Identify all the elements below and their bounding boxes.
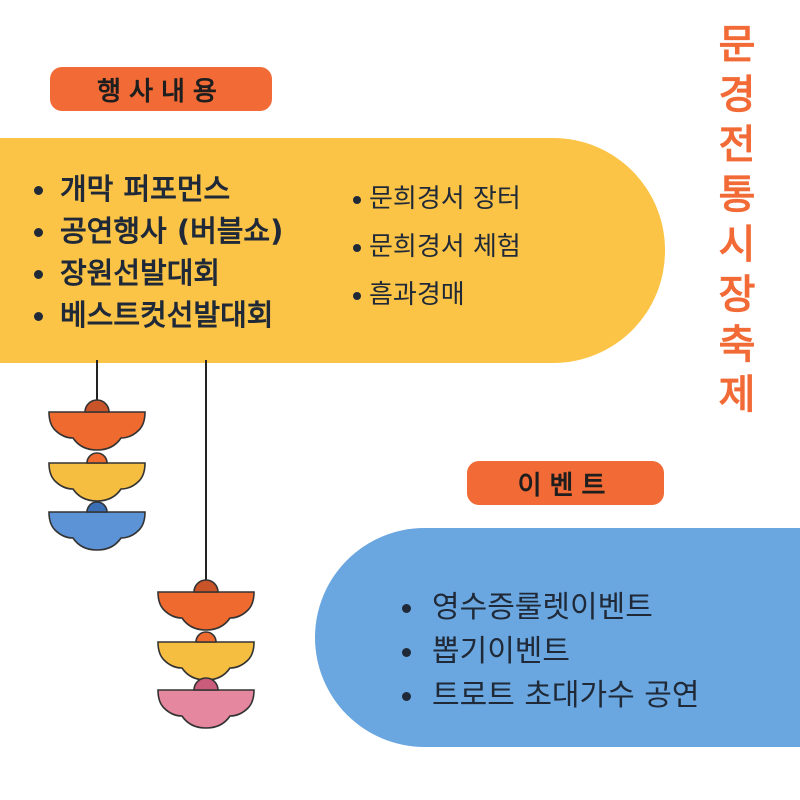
lantern-blue-left (48, 501, 146, 551)
hanging-lanterns-decoration (48, 360, 255, 729)
title-char: 문 (718, 21, 756, 68)
lantern-yellow-left (48, 452, 146, 502)
special-heading-tag: 이벤트 (467, 461, 664, 505)
list-item: 뽑기이벤트 (402, 630, 699, 674)
lantern-pink-right (157, 677, 255, 729)
title-char: 통 (718, 171, 756, 218)
title-char: 시 (718, 221, 756, 268)
title-char: 전 (718, 121, 756, 168)
events-heading-label: 행사내용 (97, 76, 225, 107)
lantern-orange-right (157, 579, 255, 631)
title-char: 축 (718, 321, 756, 368)
special-panel (315, 528, 800, 747)
title-char: 제 (718, 371, 756, 418)
events-main-list: 개막 퍼포먼스 공연행사 (버블쇼) 장원선발대회 베스트컷선발대회 (34, 168, 283, 336)
list-item: 공연행사 (버블쇼) (34, 210, 283, 252)
lantern-orange-left (48, 399, 146, 451)
list-item: 트로트 초대가수 공연 (402, 674, 699, 718)
title-char: 경 (718, 71, 756, 118)
list-item: 장원선발대회 (34, 252, 283, 294)
list-item: 영수증룰렛이벤트 (402, 586, 699, 630)
list-item: 흠과경매 (353, 271, 521, 319)
list-item: 베스트컷선발대회 (34, 294, 283, 336)
list-item: 문희경서 체험 (353, 223, 521, 271)
special-heading-label: 이벤트 (517, 470, 614, 501)
title-char: 장 (718, 271, 756, 318)
lantern-yellow-right (157, 631, 255, 681)
festival-title-vertical: 문 경 전 통 시 장 축 제 (702, 20, 772, 420)
list-item: 개막 퍼포먼스 (34, 168, 283, 210)
events-side-list: 문희경서 장터 문희경서 체험 흠과경매 (353, 175, 521, 319)
events-panel (0, 138, 665, 363)
special-list: 영수증룰렛이벤트 뽑기이벤트 트로트 초대가수 공연 (402, 586, 699, 718)
events-heading-tag: 행사내용 (50, 67, 272, 111)
list-item: 문희경서 장터 (353, 175, 521, 223)
